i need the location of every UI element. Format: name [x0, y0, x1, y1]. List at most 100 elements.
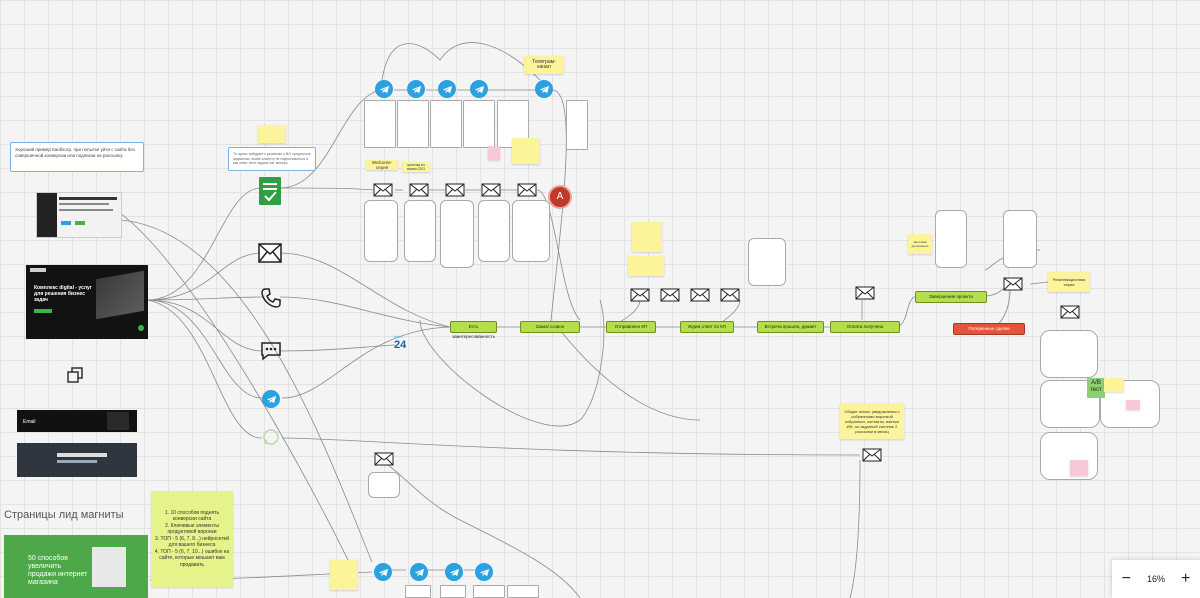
lead-magnet-item: 2. Ключевые элементы продуктовой воронки — [165, 522, 219, 536]
email-step-icon[interactable] — [630, 288, 650, 302]
welcome-sub-note[interactable]: цепочка из писем CEO — [402, 162, 430, 172]
homepage-screenshot[interactable]: Комплекс digital - услуг для решения биз… — [26, 265, 148, 339]
email-content-card[interactable] — [440, 200, 474, 268]
hero-cta — [34, 309, 52, 313]
email-line — [57, 460, 97, 463]
email-step-icon[interactable] — [481, 183, 501, 197]
lead-magnet-screenshot[interactable]: 50 способов увеличить продажи интернет м… — [4, 535, 148, 598]
user-avatar[interactable]: A — [548, 185, 572, 209]
email-content-card[interactable] — [512, 200, 550, 262]
telegram-post-card[interactable] — [397, 100, 429, 148]
lost-deals-stage[interactable]: Потерянные сделки — [953, 323, 1025, 335]
reactivation-note[interactable]: Реактивационная серия — [1048, 272, 1090, 292]
email-step-icon[interactable] — [374, 452, 394, 466]
chat-widget-icon — [138, 325, 144, 331]
telegram-post-card[interactable] — [364, 100, 396, 148]
book-cover — [92, 547, 126, 587]
telegram-post-card[interactable] — [440, 585, 466, 598]
meeting-card[interactable] — [748, 238, 786, 286]
telegram-post-card[interactable] — [566, 100, 588, 150]
email-step-icon[interactable] — [445, 183, 465, 197]
reactivation-card[interactable] — [1040, 432, 1098, 480]
telegram-icon[interactable] — [374, 563, 392, 581]
lead-magnets-list-note[interactable]: 1. 10 способов поднять конверсии сайта 2… — [151, 491, 233, 587]
email-content-card[interactable] — [368, 472, 400, 498]
bitrix24-logo[interactable]: bitrix 24 — [394, 334, 416, 354]
additional-label: заготовка дополнения — [911, 240, 929, 248]
email-step-icon[interactable] — [660, 288, 680, 302]
sticky-note-pink[interactable] — [488, 146, 500, 160]
zoom-out-button[interactable]: − — [1121, 570, 1131, 587]
telegram-post-card[interactable] — [405, 585, 431, 598]
email-step-icon[interactable] — [1060, 305, 1080, 319]
pipeline-stage[interactable]: Отправлено КП — [606, 321, 656, 333]
email-step-icon[interactable] — [720, 288, 740, 302]
sticky-note-pink[interactable] — [1070, 460, 1088, 476]
phone-icon[interactable] — [260, 287, 282, 309]
popup-line — [59, 209, 113, 211]
telegram-icon[interactable] — [407, 80, 425, 98]
welcome-series-note[interactable]: Welcome-серия — [366, 160, 398, 170]
sticky-note-small[interactable] — [1104, 378, 1124, 392]
telegram-icon[interactable] — [410, 563, 428, 581]
common-rules-note[interactable]: Общие этапы: уведомления с собранными во… — [840, 403, 904, 439]
sticky-note-pink[interactable] — [1126, 400, 1140, 410]
telegram-icon[interactable] — [262, 390, 280, 408]
ab-test-badge[interactable]: A/B тест — [1087, 378, 1105, 398]
email-content-card[interactable] — [364, 200, 398, 262]
bot-message-note[interactable]: То чумно побудает к решению о ВЛ: предло… — [228, 147, 316, 171]
telegram-icon[interactable] — [375, 80, 393, 98]
pipeline-stage[interactable]: Ждем ответ по КП — [680, 321, 734, 333]
telegram-post-card[interactable] — [473, 585, 505, 598]
pipeline-stage[interactable]: Есть заинтересованность — [450, 321, 497, 339]
email-content-card[interactable] — [478, 200, 510, 262]
telegram-icon[interactable] — [535, 80, 553, 98]
whatsapp-icon[interactable] — [262, 428, 280, 446]
email-screenshot[interactable]: Email — [17, 410, 137, 432]
email-step-icon[interactable] — [409, 183, 429, 197]
email-step-icon[interactable] — [862, 448, 882, 462]
popup-line — [59, 203, 109, 205]
welcome-series-label: Welcome-серия — [371, 160, 393, 170]
reactivation-label: Реактивационная серия — [1052, 277, 1086, 287]
telegram-post-card[interactable] — [507, 585, 539, 598]
pipeline-stage[interactable]: Оплата получена — [830, 321, 900, 333]
additional-note[interactable]: заготовка дополнения — [908, 234, 932, 254]
sticky-note-small[interactable] — [632, 222, 662, 252]
followup-text — [969, 210, 1001, 268]
email-step-icon[interactable] — [690, 288, 710, 302]
email-screenshot-2[interactable] — [17, 443, 137, 477]
email-content-card[interactable] — [404, 200, 436, 262]
project-complete-stage[interactable]: Завершение проекта — [915, 291, 987, 303]
sticky-note-small[interactable] — [330, 560, 358, 590]
email-step-icon[interactable] — [373, 183, 393, 197]
zoom-in-button[interactable]: + — [1180, 570, 1191, 587]
telegram-icon[interactable] — [475, 563, 493, 581]
sticky-note-small[interactable] — [258, 125, 286, 143]
hero-title: Комплекс digital - услуг для решения биз… — [34, 285, 92, 303]
reactivation-card[interactable] — [1040, 330, 1098, 378]
email-step-icon[interactable] — [855, 286, 875, 300]
popup-screenshot[interactable] — [36, 192, 122, 238]
kanban-example-note[interactable]: Хороший пример Канбхогр, при попытке уйт… — [10, 142, 144, 172]
pipeline-stage[interactable]: Заказ/ созвон — [520, 321, 580, 333]
telegram-icon[interactable] — [470, 80, 488, 98]
email-channel-icon[interactable] — [258, 243, 282, 263]
welcome-sub-label: цепочка из писем CEO — [406, 163, 426, 171]
telegram-icon[interactable] — [438, 80, 456, 98]
pipeline-stage[interactable]: Встреча прошла, думает — [757, 321, 824, 333]
chat-icon[interactable] — [260, 341, 282, 361]
email-step-icon[interactable] — [1003, 277, 1023, 291]
telegram-channel-note[interactable]: Телеграм-канал — [524, 56, 564, 74]
sticky-note-small[interactable] — [628, 256, 664, 276]
telegram-post-card[interactable] — [463, 100, 495, 148]
sticky-note-small[interactable] — [512, 138, 540, 164]
telegram-post-card[interactable] — [430, 100, 462, 148]
telegram-icon[interactable] — [445, 563, 463, 581]
email-step-icon[interactable] — [517, 183, 537, 197]
form-icon[interactable] — [258, 176, 282, 206]
followup-card[interactable] — [1003, 210, 1037, 268]
copy-icon[interactable] — [66, 366, 84, 384]
followup-card[interactable] — [935, 210, 967, 268]
